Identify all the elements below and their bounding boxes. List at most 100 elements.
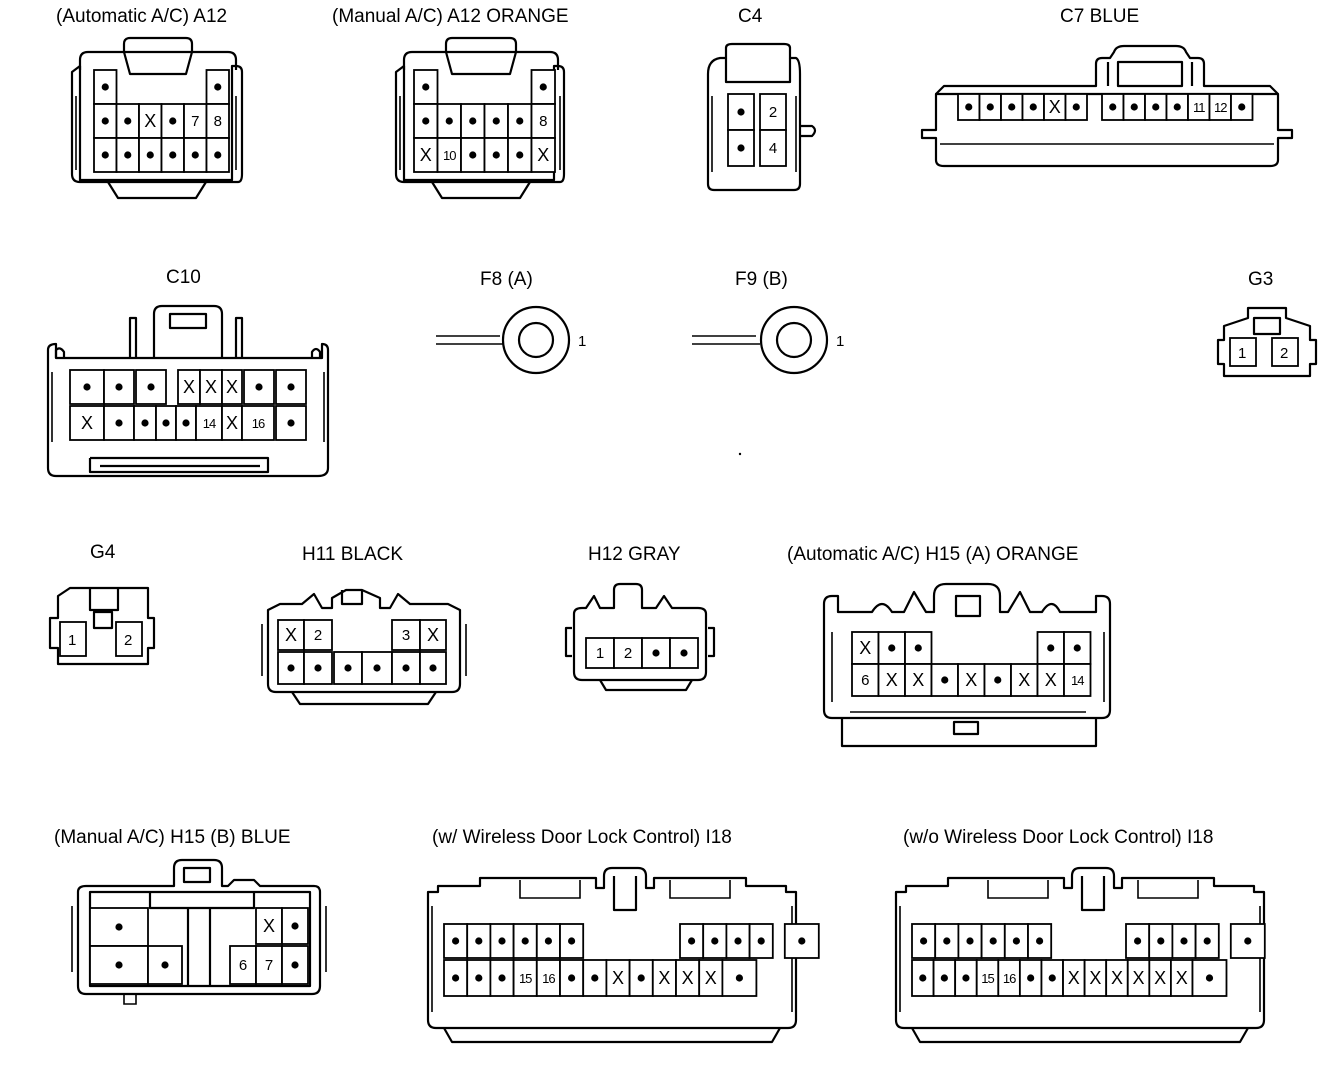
c7-right-pin-dot: [1173, 103, 1181, 111]
h15b-pin-dot: [291, 922, 299, 930]
h15b-cell: [255, 945, 283, 985]
label-i18-w: (w/ Wireless Door Lock Control) I18: [432, 827, 732, 848]
connector-c4: 24: [706, 42, 817, 192]
h15b-pin-dot: [161, 961, 169, 969]
i18-w-row2-pin-label: 15: [519, 971, 532, 986]
h11-row2-pin-dot: [344, 664, 352, 672]
label-h15a: (Automatic A/C) H15 (A) ORANGE: [787, 544, 1078, 565]
h12-pin-dot: [652, 649, 660, 657]
i18-wo-row1-pin-dot: [1157, 937, 1165, 945]
i18-w-row2-pin-dot: [452, 974, 460, 982]
f9-pin-label: 1: [836, 333, 844, 350]
c7-left-pin-dot: [965, 103, 973, 111]
a12-auto-pin-dot: [214, 83, 222, 91]
i18-w-row2-pin-label: X: [612, 968, 624, 988]
h15a-row2-pin-label: X: [965, 670, 977, 690]
i18-w-row2-pin-dot: [475, 974, 483, 982]
i18-w-row1-pin-dot: [475, 937, 483, 945]
h15a-row2-cell: [1010, 663, 1039, 697]
h11-row2-cell: [333, 651, 363, 685]
c7-left-pin-dot: [1008, 103, 1016, 111]
h15b-pin-dot: [115, 923, 123, 931]
h12-cell: [585, 637, 615, 669]
h15b-pin-dot: [291, 961, 299, 969]
i18-w-row1-pin-dot: [688, 937, 696, 945]
a12-manual-pin-dot: [539, 83, 547, 91]
h11-row1-pin-label: 3: [402, 627, 410, 644]
terminal-f9: 1: [692, 305, 844, 375]
h15a-row1-cell: [851, 631, 880, 665]
i18-wo-row2-pin-label: X: [1068, 968, 1080, 988]
h11-row2-cell: [303, 651, 333, 685]
c10-row2-pin-label: X: [81, 413, 93, 433]
i18-wo-row2-pin-label: X: [1154, 968, 1166, 988]
c7-right-pin-label: 11: [1193, 100, 1205, 115]
a12-auto-pin-label: 8: [214, 113, 222, 130]
a12-auto-pin-dot: [124, 151, 132, 159]
h15a-row2-cell: [1063, 663, 1092, 697]
c7-left-pin-label: X: [1049, 97, 1061, 117]
label-h11: H11 BLACK: [302, 544, 403, 565]
i18-wo-row2-pin-label: X: [1089, 968, 1101, 988]
h15b-cell: [281, 907, 309, 945]
c10-row1-pin-label: X: [205, 377, 217, 397]
h15b-pin-label: 7: [265, 957, 273, 974]
c7-right-pin-dot: [1109, 103, 1117, 111]
a12-auto-pin-dot: [191, 151, 199, 159]
g3-pin-2: 2: [1280, 345, 1288, 362]
label-g4: G4: [90, 542, 116, 563]
c10-row1-pin-dot: [115, 383, 123, 391]
c4-pin-dot: [737, 108, 745, 116]
i18-w-row1-pin-dot: [498, 937, 506, 945]
h11-row1-cell: [277, 619, 305, 651]
i18-w-row2-pin-dot: [735, 974, 744, 982]
a12-manual-pin-dot: [492, 151, 500, 159]
c10-row2-pin-dot: [141, 419, 149, 427]
a12-auto-pin-dot: [169, 117, 177, 125]
label-c10: C10: [166, 267, 201, 288]
h15b-pin-label: 6: [239, 957, 247, 974]
h12-pin-label: 2: [624, 645, 632, 662]
c10-row1-pin-dot: [147, 383, 155, 391]
g4-pin-2: 2: [124, 632, 132, 649]
i18-wo-row1-pin-dot: [1036, 937, 1044, 945]
label-c7: C7 BLUE: [1060, 6, 1139, 27]
label-f9: F9 (B): [735, 269, 788, 290]
a12-manual-pin-label: X: [420, 145, 432, 165]
h15a-row2-pin-label: 6: [861, 672, 869, 689]
h15a-row1-pin-dot: [1073, 644, 1081, 652]
i18-w-row1-pin-dot: [798, 937, 806, 945]
c7-right-pin-dot: [1130, 103, 1138, 111]
c10-row2-pin-label: 16: [252, 416, 265, 431]
a12-manual-pin-dot: [516, 151, 524, 159]
c10-row2-cell: [241, 405, 275, 441]
c7-left-pin-dot: [986, 103, 994, 111]
i18-wo-row1-pin-dot: [943, 937, 951, 945]
h15b-pin-dot: [115, 961, 123, 969]
c4-pin-dot: [737, 144, 745, 152]
label-g3: G3: [1248, 269, 1273, 290]
i18-wo-row2-pin-label: X: [1111, 968, 1123, 988]
h11-row2-pin-dot: [373, 664, 381, 672]
h15a-row2-pin-dot: [941, 676, 949, 684]
i18-w-row2-pin-dot: [637, 974, 645, 982]
h15a-row1-pin-dot: [914, 644, 922, 652]
c10-row2-pin-dot: [162, 419, 170, 427]
a12-manual-pin-dot: [516, 117, 524, 125]
i18-w-row1-pin-dot: [734, 937, 742, 945]
a12-auto-pin-dot: [169, 151, 177, 159]
h15a-row2-pin-label: X: [1018, 670, 1030, 690]
h11-row2-pin-dot: [287, 664, 295, 672]
a12-manual-pin-dot: [445, 117, 453, 125]
h11-row1-cell: [419, 619, 447, 651]
i18-wo-row1-pin-dot: [989, 937, 997, 945]
a12-manual-pin-dot: [422, 83, 430, 91]
h15a-row2-pin-label: X: [1045, 670, 1057, 690]
g3-pin-1: 1: [1238, 345, 1246, 362]
g4-pin-1: 1: [68, 632, 76, 649]
